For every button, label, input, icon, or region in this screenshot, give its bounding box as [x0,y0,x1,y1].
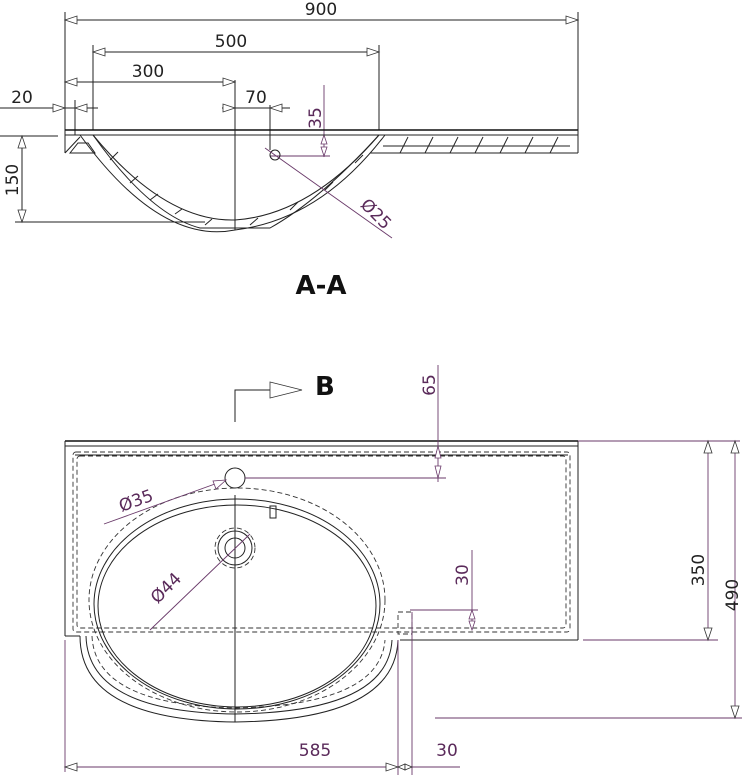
dim-label-30-vertical: 30 [453,564,473,586]
dimension-350: 350 [578,439,740,642]
dim-label-150: 150 [3,164,23,196]
dimension-70: 70 [222,88,290,113]
dim-label-35: 35 [306,107,326,129]
dim-label-diameter-25: Ø25 [356,195,395,234]
dimension-35: 35 [270,85,330,158]
dim-label-500: 500 [215,32,247,52]
dimension-300: 300 [63,62,237,87]
dimension-diameter-35: Ø35 [103,479,228,525]
basin-bowl [88,487,386,722]
dimension-490: 490 [435,439,743,720]
dim-label-diameter-44: Ø44 [147,569,186,608]
dim-label-300: 300 [132,62,164,82]
dimension-150: 150 [0,134,205,224]
dim-label-20: 20 [11,88,33,108]
tap-hole [224,467,246,489]
dimension-diameter-25: Ø25 [264,147,395,239]
dim-label-30-horizontal: 30 [436,741,458,761]
view-label: B [315,372,335,402]
section-view: 900 500 300 20 70 [0,0,580,301]
dimension-585: 585 [63,640,400,775]
dimension-65: 65 [245,365,446,482]
dimension-20: 20 [0,88,98,113]
dimension-30-notch-depth: 30 [410,550,478,632]
countertop-section [64,80,579,233]
section-title: A-A [295,271,346,301]
dimension-500: 500 [91,32,381,57]
dim-label-900: 900 [305,0,337,20]
drain [214,527,256,569]
dim-label-65: 65 [420,374,440,396]
dimension-900: 900 [63,0,580,25]
dim-label-350: 350 [689,554,709,586]
dim-label-70: 70 [245,88,267,108]
dim-label-490: 490 [723,579,743,611]
view-arrow-b: B [234,372,335,422]
plan-view: B [63,365,743,775]
dimension-30-notch-width: 30 [396,612,460,775]
dim-label-585: 585 [299,741,331,761]
